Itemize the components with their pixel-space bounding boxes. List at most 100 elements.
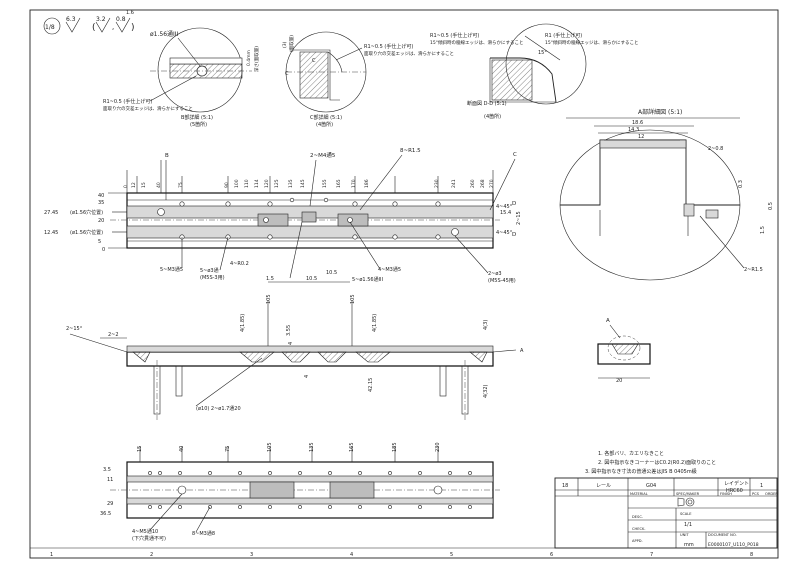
svg-text:6.3: 6.3 (66, 16, 76, 23)
svg-text:3.55: 3.55 (286, 325, 292, 336)
svg-text:170: 170 (351, 179, 357, 188)
svg-text:260: 260 (470, 179, 476, 188)
svg-text:15.4: 15.4 (500, 210, 511, 216)
svg-text:R1~0.5 (手仕上げ可): R1~0.5 (手仕上げ可) (103, 98, 152, 105)
svg-text:1: 1 (760, 483, 763, 489)
svg-text:20: 20 (616, 378, 622, 384)
svg-text:2~R1.5: 2~R1.5 (744, 267, 763, 273)
svg-text:ORDER: ORDER (765, 492, 778, 496)
svg-text:B部詳細 (5:1): B部詳細 (5:1) (181, 114, 213, 121)
svg-text:レイデント: レイデント (724, 480, 749, 487)
svg-text:2~0.8: 2~0.8 (708, 146, 723, 152)
svg-text:4: 4 (288, 342, 294, 345)
svg-text:4(1.85): 4(1.85) (372, 314, 378, 332)
svg-text:4~M5通10: 4~M5通10 (132, 528, 158, 535)
svg-text:125: 125 (274, 179, 280, 188)
svg-text:(ø10) 2~ø1.7通20: (ø10) 2~ø1.7通20 (196, 405, 241, 412)
svg-text:面取り穴の交差エッジは、滑らかにすること: 面取り穴の交差エッジは、滑らかにすること (103, 105, 193, 112)
svg-text:3. 図中指示なき寸法の普通公差はJIS B 0405m級: 3. 図中指示なき寸法の普通公差はJIS B 0405m級 (585, 468, 697, 475)
svg-text:15°傾斜時の稜線エッジは、滑らかにすること: 15°傾斜時の稜線エッジは、滑らかにすること (545, 39, 639, 46)
svg-text:110: 110 (244, 179, 250, 188)
svg-text:155: 155 (322, 179, 328, 188)
svg-text:12: 12 (131, 182, 137, 188)
svg-text:DESC.: DESC. (632, 515, 643, 519)
svg-text:): ) (131, 23, 135, 33)
detail-a: A部詳細図 (5:1) 18.6 14.3 12 2~0.8 0.3 1.5 0… (559, 108, 774, 281)
svg-text:75: 75 (178, 182, 184, 188)
svg-text:5~ø3通: 5~ø3通 (200, 267, 219, 274)
bottom-view: 15 40 75 105 135 165 185 230 3.5 11 29 3… (100, 442, 500, 542)
svg-text:165: 165 (336, 179, 342, 188)
projection-symbol-icon (677, 497, 695, 507)
svg-text:15: 15 (141, 182, 147, 188)
svg-text:8: 8 (750, 552, 753, 558)
svg-text:270: 270 (489, 179, 495, 188)
svg-text:90: 90 (224, 182, 230, 188)
svg-text:4: 4 (304, 375, 310, 378)
svg-text:4: 4 (350, 552, 353, 558)
svg-text:SCALE: SCALE (680, 512, 692, 516)
svg-text:FINISH: FINISH (720, 492, 732, 496)
svg-text:2: 2 (150, 552, 153, 558)
svg-text:2. 図中指示なきコーナーはC0.2(R0.2)面取りのこと: 2. 図中指示なきコーナーはC0.2(R0.2)面取りのこと (598, 459, 716, 466)
svg-text:R1 (手仕上げ可): R1 (手仕上げ可) (545, 32, 582, 39)
svg-text:18: 18 (562, 483, 568, 489)
svg-text:0.5: 0.5 (768, 202, 774, 210)
svg-text:4(32): 4(32) (483, 385, 489, 398)
svg-text:2~2: 2~2 (108, 332, 119, 338)
svg-text:PCS: PCS (752, 492, 760, 496)
svg-text:C: C (285, 71, 289, 77)
svg-text:165: 165 (349, 442, 355, 452)
svg-text:(面取量): (面取量) (288, 35, 295, 52)
svg-text:12.45: 12.45 (44, 230, 58, 236)
svg-text:14.3: 14.3 (628, 127, 639, 133)
svg-text:241: 241 (451, 179, 457, 188)
svg-text:レール: レール (596, 483, 611, 489)
svg-text:40: 40 (98, 193, 104, 199)
svg-text:A部詳細図 (5:1): A部詳細図 (5:1) (638, 108, 682, 116)
svg-text:4(1.85): 4(1.85) (240, 314, 246, 332)
svg-text:145: 145 (300, 179, 306, 188)
svg-text:12: 12 (638, 134, 644, 140)
svg-text:A: A (520, 348, 524, 354)
svg-text:1. 各部バリ、カエリなきこと: 1. 各部バリ、カエリなきこと (598, 450, 664, 457)
svg-text:(4箇所): (4箇所) (484, 113, 501, 120)
svg-text:C: C (513, 152, 517, 158)
svg-text:40: 40 (179, 446, 185, 452)
svg-text:5: 5 (450, 552, 453, 558)
detail-b: ø1.56通III R1~0.5 (手仕上げ可) 面取り穴の交差エッジは、滑らか… (103, 27, 260, 128)
svg-text:105: 105 (266, 294, 272, 304)
svg-text:42.15: 42.15 (368, 378, 374, 392)
svg-text:1/1: 1/1 (684, 522, 692, 528)
plan-outline (126, 192, 494, 249)
svg-text:36.5: 36.5 (100, 511, 111, 517)
svg-text:40: 40 (156, 182, 162, 188)
svg-text:(下穴貫通不可): (下穴貫通不可) (132, 535, 166, 542)
svg-text:DOCUMENT NO.: DOCUMENT NO. (708, 533, 737, 537)
svg-text:11: 11 (107, 477, 113, 483)
svg-text:20: 20 (98, 218, 104, 224)
svg-text:2~15°: 2~15° (66, 326, 83, 332)
svg-text:29: 29 (107, 501, 113, 507)
svg-text:G04: G04 (646, 483, 656, 489)
side-view: 20 A (597, 318, 651, 384)
svg-text:186: 186 (364, 179, 370, 188)
svg-text:R1~0.5 (手仕上げ可): R1~0.5 (手仕上げ可) (364, 43, 413, 50)
svg-text:18.6: 18.6 (632, 120, 643, 126)
svg-text:(: ( (92, 23, 96, 33)
svg-text:ø1.56通III: ø1.56通III (150, 30, 179, 38)
svg-text:1/8: 1/8 (45, 24, 55, 31)
svg-text:0.8: 0.8 (116, 16, 126, 23)
svg-text:B: B (165, 153, 169, 159)
svg-text:5~ø1.56通III: 5~ø1.56通III (352, 276, 383, 283)
general-notes: 1. 各部バリ、カエリなきこと 2. 図中指示なきコーナーはC0.2(R0.2)… (585, 450, 716, 475)
svg-text:C: C (312, 58, 316, 64)
svg-text:MATERIAL: MATERIAL (630, 492, 648, 496)
svg-text:C部詳細 (5:1): C部詳細 (5:1) (310, 114, 342, 121)
svg-text:1.6: 1.6 (126, 10, 134, 16)
svg-text:(M5S-3用): (M5S-3用) (200, 275, 225, 281)
svg-text:8~M3通8: 8~M3通8 (192, 530, 215, 537)
frame-column-markers: 1 2 3 4 5 6 7 8 (50, 552, 753, 558)
svg-text:15°: 15° (538, 50, 547, 56)
